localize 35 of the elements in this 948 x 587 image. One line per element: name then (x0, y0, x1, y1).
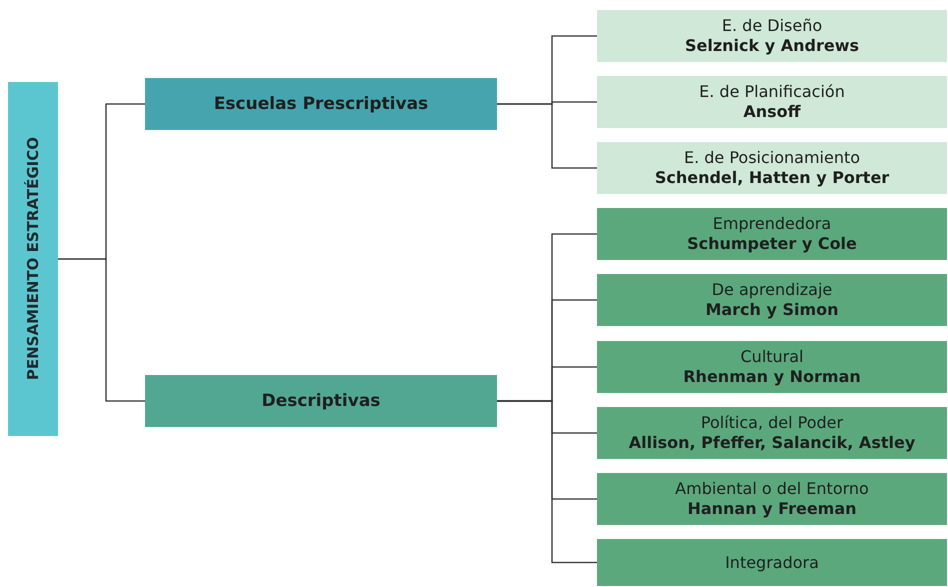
school-box (597, 142, 947, 194)
connector-line (497, 400, 597, 564)
school-name: E. de Posicionamiento (684, 148, 860, 168)
school-name: Emprendedora (712, 214, 832, 234)
school-box (597, 341, 947, 393)
school-box (597, 208, 947, 260)
author-names: March y Simon (705, 300, 839, 320)
school-name: E. de Planificación (699, 82, 845, 102)
school-name: Política, del Poder (700, 413, 844, 433)
node-title: PENSAMIENTO ESTRATÉGICO (24, 137, 42, 381)
school-name: Ambiental o del Entorno (675, 479, 869, 499)
author-names: Rhenman y Norman (683, 367, 861, 387)
school-box (597, 473, 947, 525)
school-box (597, 10, 947, 62)
school-name: E. de Diseño (722, 16, 822, 36)
author-names: Ansoff (743, 102, 801, 122)
school-box (597, 539, 947, 586)
school-box (597, 407, 947, 459)
node-title: Descriptivas (262, 391, 380, 411)
school-box (597, 76, 947, 128)
connector-line (58, 258, 145, 402)
school-name: Cultural (740, 347, 804, 367)
author-names: Hannan y Freeman (687, 499, 857, 519)
root-box (8, 82, 58, 436)
school-name: Integradora (725, 552, 819, 572)
author-names: Selznick y Andrews (684, 36, 859, 56)
author-names: Schumpeter y Cole (687, 234, 857, 254)
author-names: Schendel, Hatten y Porter (654, 168, 890, 188)
category-box (145, 375, 497, 427)
connector-line (497, 103, 597, 169)
author-names: Allison, Pfeffer, Salancik, Astley (628, 433, 916, 453)
node-title: Escuelas Prescriptivas (214, 94, 428, 114)
school-name: De aprendizaje (712, 280, 832, 300)
category-box (145, 78, 497, 130)
school-box (597, 274, 947, 326)
